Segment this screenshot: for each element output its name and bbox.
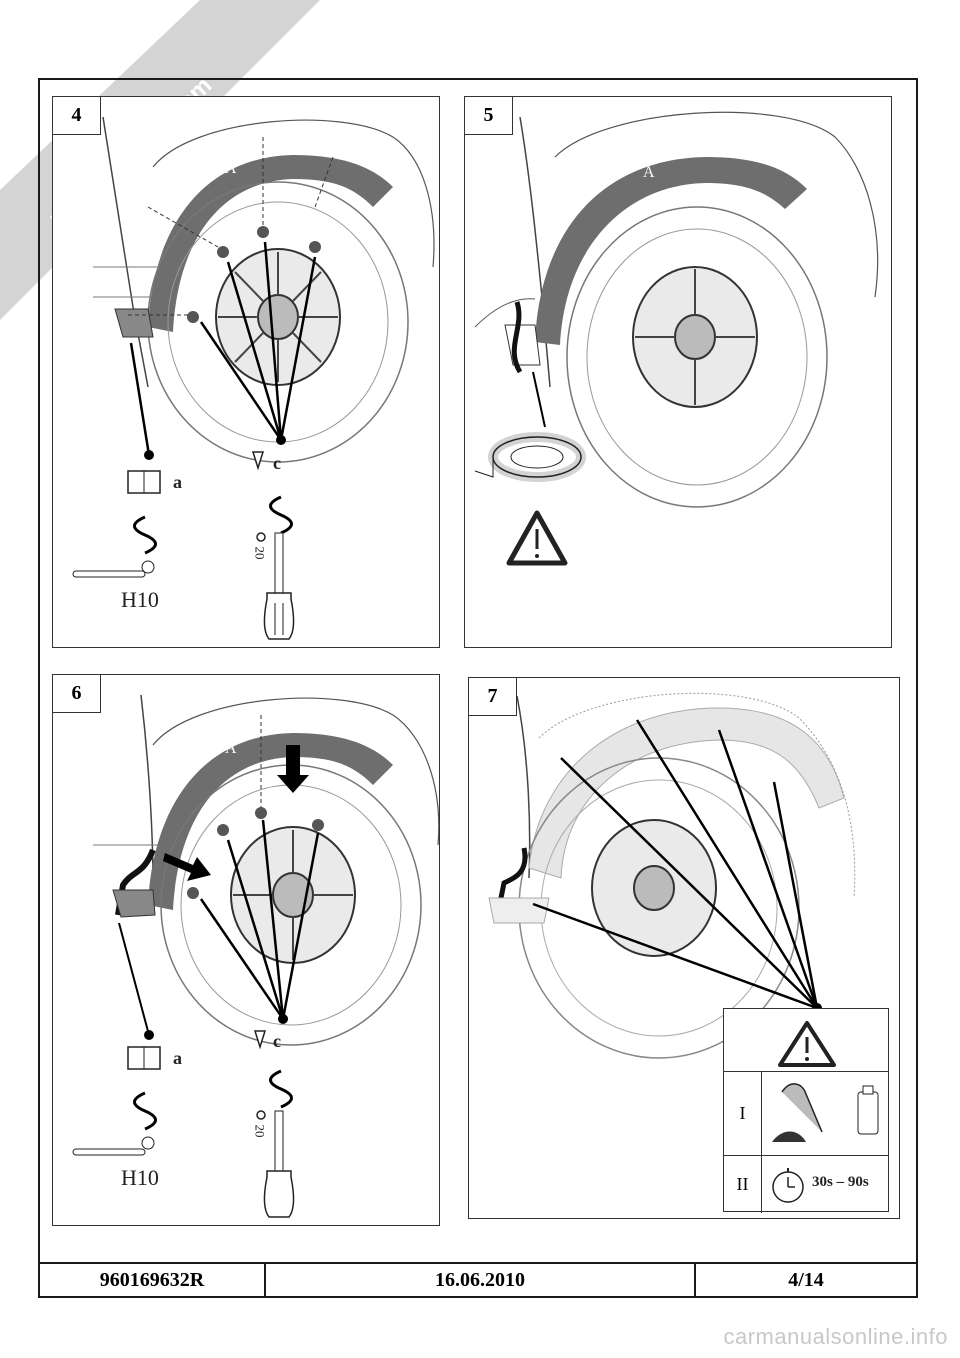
step-row-I: I	[724, 1071, 888, 1155]
reference-number: 960169632R	[40, 1264, 266, 1296]
timer-range: 30s – 90s	[812, 1174, 869, 1190]
label-A: A	[643, 164, 655, 181]
document-date: 16.06.2010	[266, 1264, 696, 1296]
fastener-c-label: c	[273, 1031, 281, 1051]
warning-triangle-icon	[778, 1021, 836, 1067]
warning-table: I II 30s – 90s	[723, 1008, 889, 1213]
panel-step-5: 5 A	[464, 96, 892, 648]
label-A: A	[225, 740, 237, 757]
label-A: A	[225, 160, 237, 177]
document-footer: 960169632R 16.06.2010 4/14	[38, 1262, 918, 1298]
step-6-illustration: A	[72, 694, 439, 1218]
panel-step-7: 7 I	[468, 677, 900, 1219]
step-7-illustration	[488, 692, 856, 1059]
step-row-II: II 30s – 90s	[724, 1155, 888, 1213]
step-number: 6	[53, 675, 101, 713]
stopwatch-icon	[772, 1168, 804, 1203]
site-watermark: carmanualsonline.info	[723, 1324, 948, 1349]
fastener-a-label: a	[173, 472, 182, 492]
step-4-illustration: A	[72, 116, 435, 640]
fastener-c-label: c	[273, 453, 281, 473]
panel-step-6: 6 A a c H10 2	[52, 674, 440, 1226]
step-5-illustration: A	[474, 111, 879, 566]
torx-size-label: 20	[252, 546, 268, 560]
tool-h10-label: H10	[121, 587, 159, 612]
clean-with-alcohol-icon	[772, 1083, 879, 1142]
torx-size-label: 20	[252, 1124, 268, 1138]
row-label-I: I	[724, 1072, 762, 1155]
step-number: 4	[53, 97, 101, 135]
step-number: 7	[469, 678, 517, 716]
fastener-a-label: a	[173, 1048, 182, 1068]
tool-h10-label: H10	[121, 1165, 159, 1190]
row-label-II: II	[724, 1156, 762, 1213]
panel-step-4: 4 A	[52, 96, 440, 648]
page-number: 4/14	[788, 1268, 824, 1291]
step-number: 5	[465, 97, 513, 135]
